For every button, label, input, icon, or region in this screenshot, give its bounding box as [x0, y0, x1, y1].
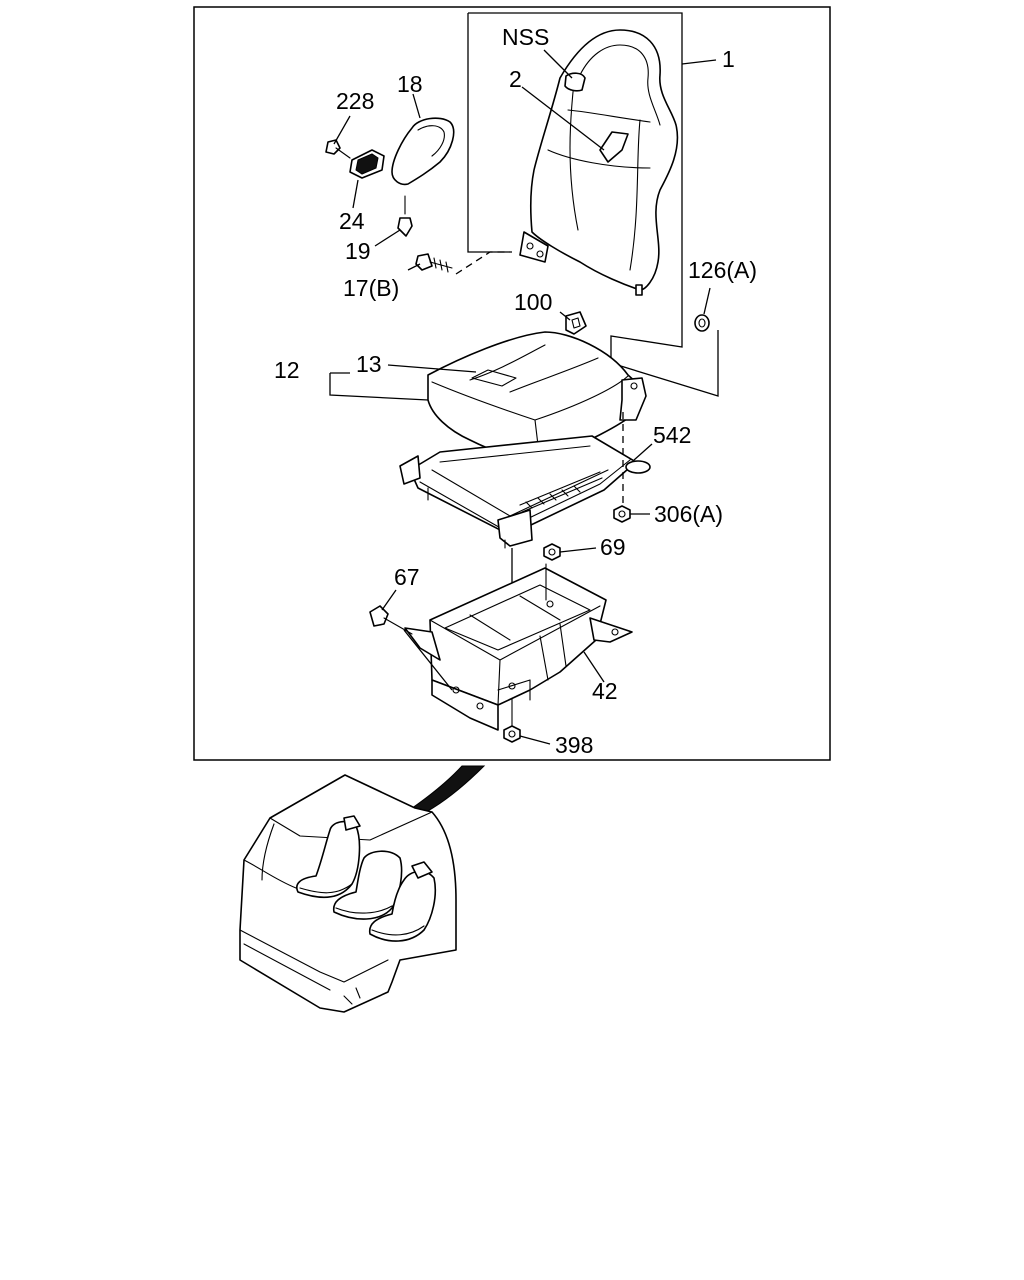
screw-19	[397, 217, 413, 237]
seat-cushion-tab	[471, 369, 517, 387]
callout-13: 13	[356, 351, 382, 377]
nut-398	[503, 725, 521, 743]
nut-69	[543, 543, 561, 561]
seat-cushion-seam-2	[509, 357, 599, 393]
slide-frame-rail	[519, 471, 603, 513]
callout-306a: 306(A)	[654, 501, 723, 527]
cab-locator-view	[239, 774, 457, 1013]
callout-12: 12	[274, 357, 300, 383]
seat-back-assembly	[467, 12, 719, 397]
callout-100: 100	[514, 289, 552, 315]
bracket-12	[329, 373, 429, 401]
callout-228: 228	[336, 88, 374, 114]
screw-228	[325, 139, 341, 155]
washer-126a	[694, 314, 710, 332]
callout-69: 69	[600, 534, 626, 560]
callout-24: 24	[339, 208, 365, 234]
cab-window-line	[243, 859, 297, 889]
seat-back-cushion	[529, 29, 679, 291]
callout-17b: 17(B)	[343, 275, 399, 301]
cab-body	[239, 774, 457, 1013]
callout-42: 42	[592, 678, 618, 704]
seat-cushion-seam-1	[469, 344, 546, 381]
diagram-frame	[193, 6, 831, 761]
seat-cushion-side-bracket	[619, 377, 647, 421]
seat-back-nss-tab	[564, 72, 586, 92]
cab-bumper-line	[239, 929, 389, 983]
seat-back-seam-upper	[567, 109, 651, 123]
seat-back-headrest-seam	[579, 44, 661, 126]
callout-398: 398	[555, 732, 593, 758]
callout-2: 2	[509, 66, 522, 92]
leader-lines	[333, 49, 717, 745]
cab-seat-right-headrest	[411, 861, 433, 879]
slide-frame-left-bracket	[399, 455, 421, 485]
callout-126a: 126(A)	[688, 257, 757, 283]
bolt-67	[369, 605, 453, 691]
cab-seat-left-headrest	[343, 815, 361, 831]
seat-back-hinge	[519, 231, 549, 263]
seat-back-bracket-line	[468, 12, 719, 397]
seat-back-side-bolster-right	[629, 119, 641, 271]
seat-back-handle	[599, 131, 629, 163]
clip-100	[565, 311, 587, 335]
callout-19: 19	[345, 238, 371, 264]
bolt-17b	[415, 253, 433, 271]
cab-seat-right	[368, 870, 437, 942]
slide-lever-loop	[625, 460, 651, 474]
riser-front-plate	[431, 679, 499, 731]
slide-frame-front-bracket	[497, 509, 533, 547]
cab-bumper-lower	[243, 943, 331, 991]
callout-67: 67	[394, 564, 420, 590]
callout-1: 1	[722, 46, 735, 72]
seat-riser-42	[404, 563, 633, 731]
side-cover-parts	[325, 117, 512, 275]
seat-back-side-bolster	[569, 81, 579, 231]
seat-cushion-assembly	[329, 331, 647, 463]
callout-nss: NSS	[502, 24, 549, 50]
side-cover-18	[391, 117, 455, 186]
side-cover-18-inner	[417, 125, 445, 157]
riser-flange-left	[404, 627, 441, 661]
callout-542: 542	[653, 422, 691, 448]
riser-flange-right	[589, 617, 633, 643]
cab-seat-middle	[332, 850, 403, 920]
seat-back-bracket-left	[467, 13, 510, 253]
seat-back-clip	[635, 284, 643, 296]
nut-306a	[613, 505, 631, 523]
callout-18: 18	[397, 71, 423, 97]
